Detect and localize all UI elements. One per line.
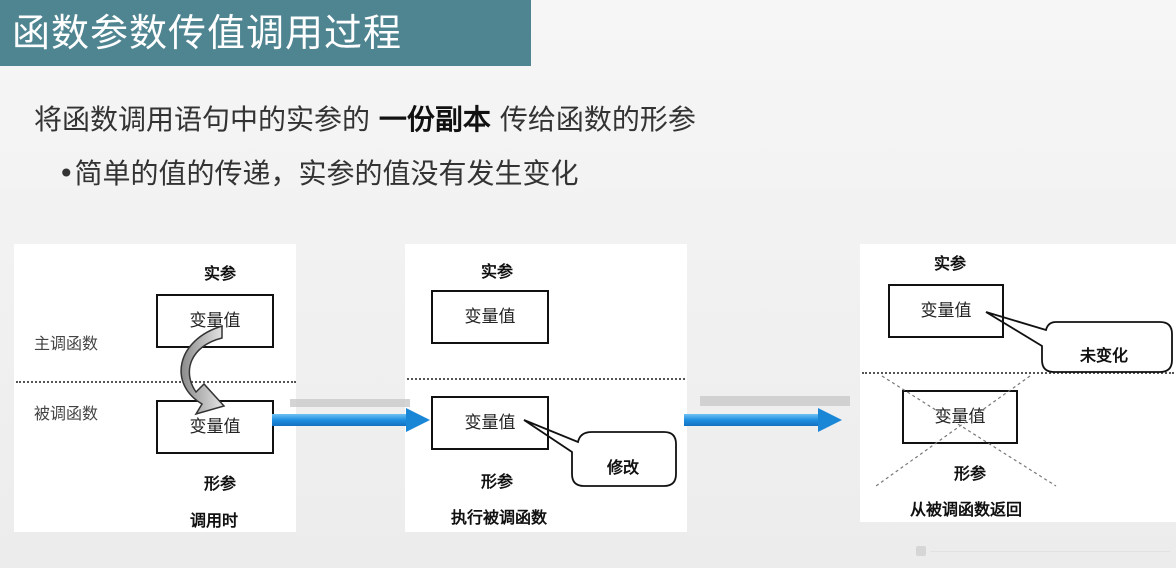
stage3-callout-text: 未变化 (1080, 346, 1129, 365)
stage1-main-function-label: 主调函数 (34, 334, 99, 353)
slide-title: 函数参数传值调用过程 (0, 0, 531, 66)
description-line: 将函数调用语句中的实参的 一份副本 传给函数的形参 (34, 98, 696, 138)
stage1-actual-box: 变量值 (156, 294, 274, 348)
stage2-formal-label: 形参 (481, 472, 514, 491)
stage2-callout-text: 修改 (607, 458, 640, 477)
transition-arrow-2 (684, 396, 850, 432)
bullet-line: •简单的值的传递，实参的值没有发生变化 (58, 157, 579, 190)
stage-call-panel: 实参 主调函数 变量值 被调函数 变量值 形参 调用时 (14, 244, 296, 532)
description-pre: 将函数调用语句中的实参的 (34, 103, 371, 136)
stage3-actual-label: 实参 (934, 254, 967, 273)
stage2-actual-label: 实参 (481, 262, 514, 281)
scroll-track (930, 551, 1170, 552)
stage1-caption: 调用时 (190, 511, 239, 530)
stage-execute-panel: 实参 变量值 变量值 修改 形参 执行被调函数 (405, 244, 687, 532)
description-post: 传给函数的形参 (499, 103, 696, 136)
stage2-formal-box: 变量值 (431, 396, 549, 450)
stage2-actual-box: 变量值 (431, 290, 549, 344)
stage3-divider (862, 372, 1174, 374)
description-bold: 一份副本 (378, 103, 491, 136)
stage3-caption: 从被调函数返回 (910, 500, 1023, 519)
scroll-indicator (916, 546, 926, 556)
stage1-formal-label: 形参 (204, 474, 237, 493)
stage-return-panel: 实参 变量值 未变化 变量值 形参 从被调函数返回 (860, 244, 1176, 522)
stage3-formal-box: 变量值 (902, 390, 1018, 444)
stage2-caption: 执行被调函数 (451, 508, 548, 527)
stage1-formal-box: 变量值 (156, 400, 274, 454)
stage3-actual-box: 变量值 (888, 284, 1004, 338)
stage1-actual-label: 实参 (204, 264, 237, 283)
stage1-divider (16, 381, 296, 383)
stage2-divider (407, 378, 685, 380)
stage3-formal-label: 形参 (954, 464, 987, 483)
stage1-called-function-label: 被调函数 (34, 404, 99, 423)
